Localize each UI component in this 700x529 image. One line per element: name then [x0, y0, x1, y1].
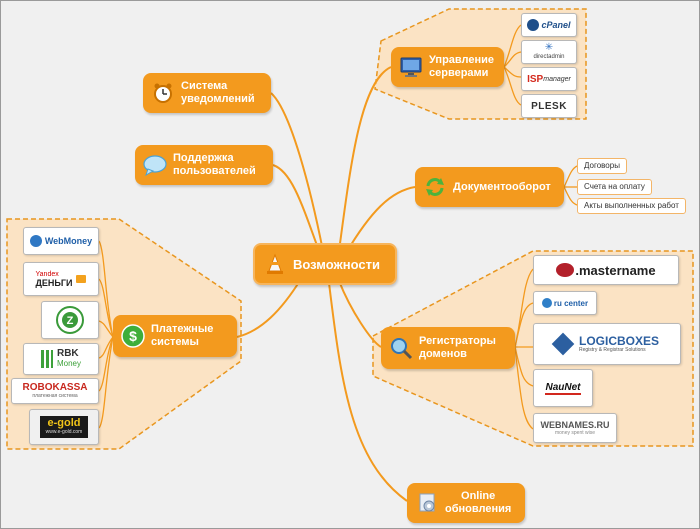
traffic-cone-icon [263, 252, 287, 276]
rucenter-logo: ru center [533, 291, 597, 315]
node-notifications[interactable]: Система уведомлений [143, 73, 271, 113]
zpayment-logo: Z [41, 301, 99, 339]
webmoney-logo: WebMoney [23, 227, 99, 255]
node-notifications-label: Система уведомлений [181, 80, 255, 105]
webnames-logo: WEBNAMES.RU money spent wise [533, 413, 617, 443]
node-online-updates[interactable]: Online обновления [407, 483, 525, 523]
z-badge-icon: Z [56, 306, 84, 334]
node-payments-label: Платежные системы [151, 323, 214, 348]
node-registrars-label: Регистраторы доменов [419, 335, 496, 360]
logicboxes-logo: LOGICBOXES Registry & Registrar Solution… [533, 323, 681, 365]
rbk-money-logo: RBK Money [23, 343, 99, 375]
node-registrars[interactable]: Регистраторы доменов [381, 327, 515, 369]
speech-bubble-icon [143, 153, 167, 177]
mastername-logo: .mastername [533, 255, 679, 285]
ispmanager-logo: ISP manager [521, 67, 577, 91]
cpanel-logo: cPanel [521, 13, 577, 37]
dollar-coin-icon: $ [121, 324, 145, 348]
center-label: Возможности [293, 256, 380, 272]
node-docflow[interactable]: Документооборот [415, 167, 564, 207]
monitor-icon [399, 55, 423, 79]
node-payments[interactable]: $ Платежные системы [113, 315, 237, 357]
yandex-money-logo: Yandex ДЕНЬГИ [23, 262, 99, 296]
node-servers[interactable]: Управление серверами [391, 47, 504, 87]
alarm-clock-icon [151, 81, 175, 105]
egold-logo: e-gold www.e-gold.com [29, 409, 99, 445]
rbk-bars-icon [40, 350, 53, 368]
node-support-label: Поддержка пользователей [173, 152, 256, 177]
node-servers-label: Управление серверами [429, 54, 495, 79]
directadmin-star-icon: ✳ [544, 42, 554, 53]
wallet-icon [76, 275, 87, 283]
plesk-logo: PLESK [521, 94, 577, 118]
cpanel-circle-icon [527, 19, 540, 31]
magnifier-globe-icon [389, 336, 413, 360]
webmoney-globe-icon [29, 235, 42, 247]
refresh-arrows-icon [423, 175, 447, 199]
robokassa-logo: ROBOKASSA платежная система [11, 378, 99, 404]
naunet-logo: NauNet [533, 369, 593, 407]
svg-text:$: $ [129, 328, 137, 344]
node-support[interactable]: Поддержка пользователей [135, 145, 273, 185]
update-gear-icon [415, 491, 439, 515]
logicboxes-cube-icon [551, 332, 575, 356]
docflow-item-invoices[interactable]: Счета на оплату [577, 179, 652, 195]
center-node[interactable]: Возможности [253, 243, 397, 285]
rucenter-orb-icon [541, 298, 552, 308]
docflow-item-acts[interactable]: Акты выполненных работ [577, 198, 686, 214]
node-online-updates-label: Online обновления [445, 490, 512, 515]
svg-text:Z: Z [67, 315, 74, 327]
directadmin-logo: ✳ directadmin [521, 40, 577, 64]
docflow-item-contracts[interactable]: Договоры [577, 158, 627, 174]
node-docflow-label: Документооборот [453, 180, 551, 193]
mastername-swirl-icon [556, 263, 575, 277]
